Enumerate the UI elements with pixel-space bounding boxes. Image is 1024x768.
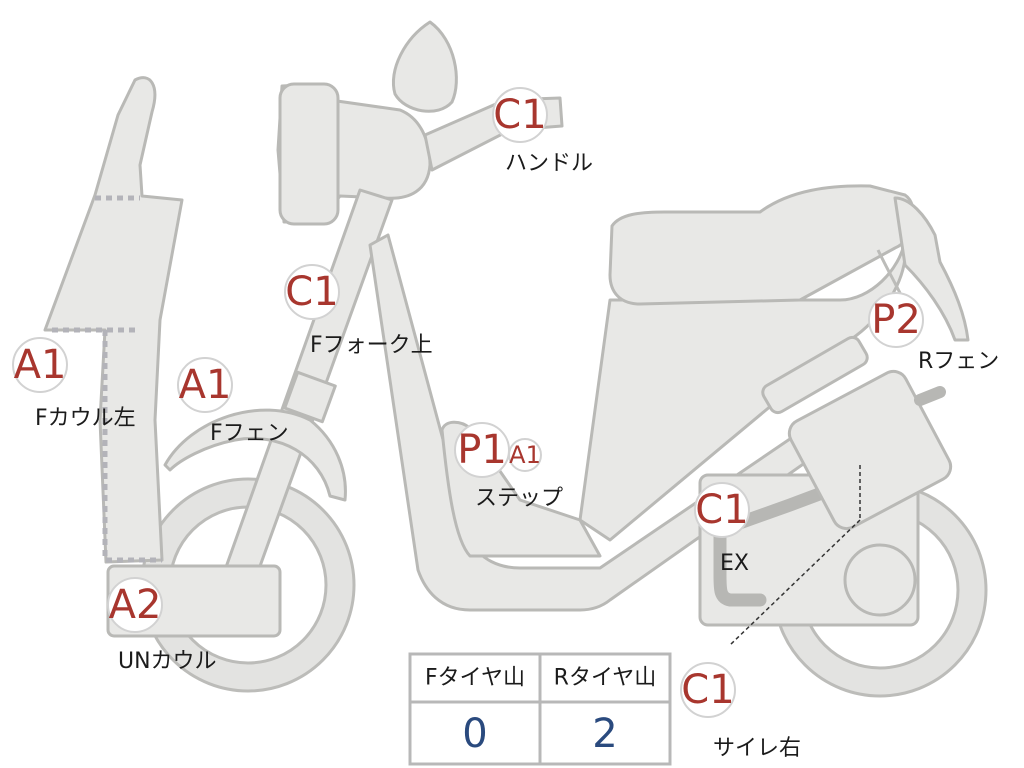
grade-badge: C1 [694, 482, 750, 538]
muffler [787, 369, 953, 531]
grade-badge: P1 [454, 422, 510, 478]
grade-badge: C1 [492, 87, 548, 143]
part-name-label: Fカウル左 [35, 406, 136, 431]
grade-badge-circle [177, 357, 233, 413]
grade-badge: A1 [177, 357, 233, 413]
frame-floor [368, 233, 882, 612]
rear-tire-header: Rタイヤ山 [554, 666, 657, 691]
grade-badge: C1 [680, 662, 736, 718]
part-name-label: UNカウル [118, 649, 217, 674]
part-name-label: サイレ右 [713, 736, 801, 761]
front-tire-header: Fタイヤ山 [425, 666, 525, 691]
grade-badge-circle [107, 577, 163, 633]
front-tire-value: 0 [462, 711, 487, 757]
grade-badge-text: C1 [493, 92, 546, 138]
seat [608, 184, 916, 306]
rear-hub [843, 543, 917, 617]
silencer-leader [729, 465, 861, 646]
rear-shock [761, 335, 869, 415]
rear-tire-value: 2 [592, 711, 617, 757]
grade-badge-text: P1 [457, 427, 507, 473]
extra-grade-badge-text: A1 [509, 441, 541, 469]
grade-badge-circle [12, 337, 68, 393]
grade-badge-text: A1 [179, 362, 232, 408]
grade-badge: A2 [107, 577, 163, 633]
part-name-label: EX [720, 551, 749, 576]
headlight [278, 82, 340, 226]
grade-badge: P2 [868, 292, 924, 348]
grade-badge-text: A2 [109, 582, 162, 628]
grade-badge-circle [680, 662, 736, 718]
grade-badge: A1 [12, 337, 68, 393]
grade-badge-circle [868, 292, 924, 348]
exhaust-pipe [713, 483, 837, 607]
front-fender [163, 408, 347, 502]
cowl-seam-lower [52, 327, 162, 563]
grade-badge-circle [284, 264, 340, 320]
grade-badge-circle [694, 482, 750, 538]
extra-grade-badge-circle [508, 438, 542, 472]
front-cowl [43, 76, 184, 564]
fork-clamp [283, 370, 337, 424]
part-name-label: ハンドル [505, 151, 593, 176]
grade-badge: C1 [284, 264, 340, 320]
grade-badge-text: P2 [871, 297, 921, 343]
part-name-label: ステップ [475, 486, 563, 511]
grade-badge-text: C1 [285, 269, 338, 315]
grade-badge-text: C1 [695, 487, 748, 533]
part-name-label: Fフォーク上 [310, 333, 433, 358]
muffler-tip [914, 386, 946, 406]
part-name-label: Rフェン [918, 349, 999, 374]
tire-table: Fタイヤ山 Rタイヤ山 0 2 [408, 652, 672, 766]
windscreen [392, 20, 458, 113]
grade-badge-text: C1 [681, 667, 734, 713]
grade-badge-text: A1 [14, 342, 67, 388]
rear-fender [893, 196, 970, 342]
grade-badge-circle [492, 87, 548, 143]
part-name-label: Fフェン [210, 421, 289, 446]
